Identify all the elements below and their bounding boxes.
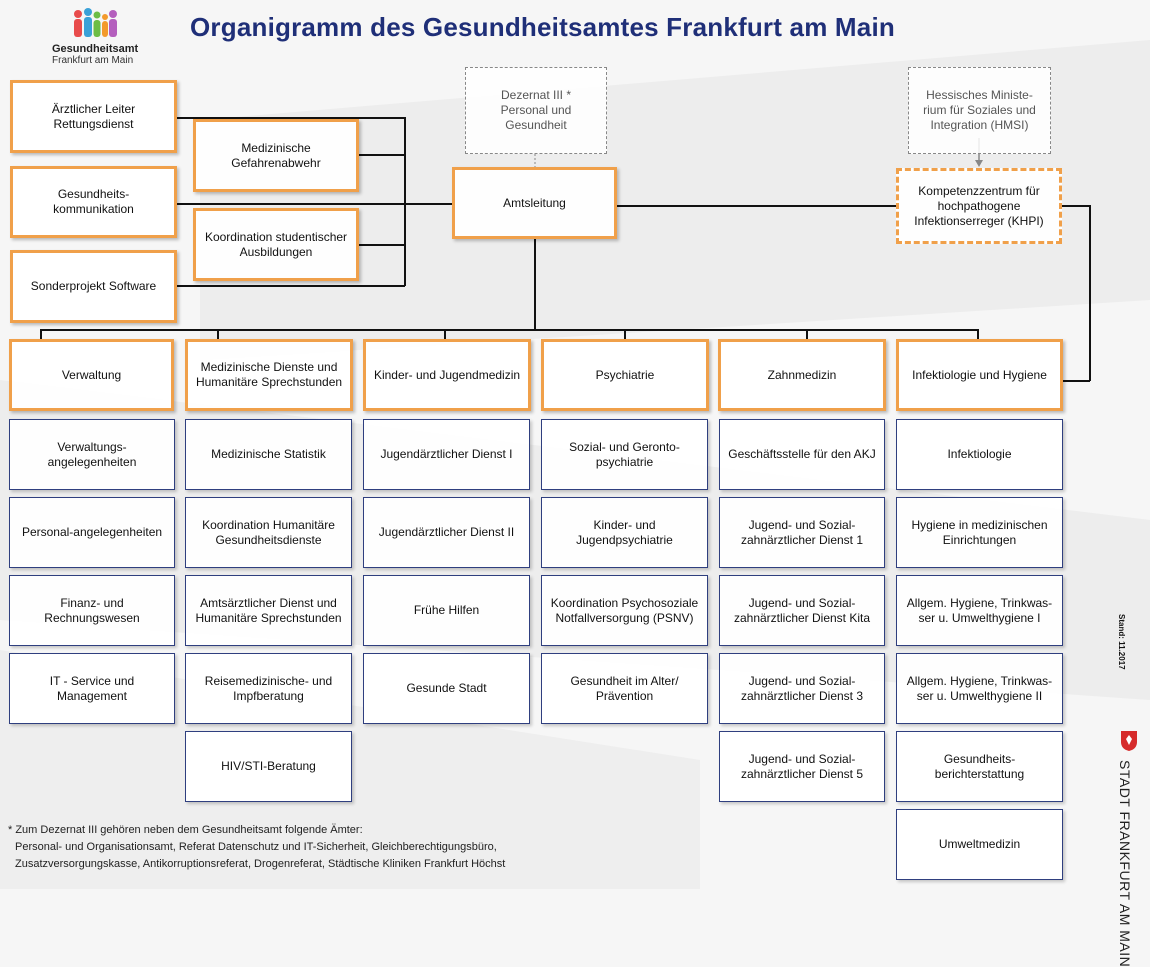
footnote-line: Personal- und Organisationsamt, Referat … [15, 841, 497, 853]
stand-date: Stand: 11.2017 [1117, 614, 1126, 670]
connector [217, 329, 219, 339]
connector [40, 329, 978, 331]
unit-box[interactable]: Jugend- und Sozial-zahnärztlicher Dienst… [719, 653, 885, 724]
ministry-box[interactable]: Hessisches Ministe-rium für Soziales und… [908, 67, 1051, 154]
connector [1089, 205, 1091, 381]
unit-box[interactable]: Umweltmedizin [896, 809, 1063, 880]
staff-unit-gesundheitskommunikation[interactable]: Gesundheits-kommunikation [10, 166, 177, 238]
unit-box[interactable]: Allgem. Hygiene, Trinkwas-ser u. Umwelth… [896, 575, 1063, 646]
connector [1062, 380, 1090, 382]
connector [616, 205, 898, 207]
connector [624, 329, 626, 339]
footnote-line: * Zum Dezernat III gehören neben dem Ges… [8, 824, 363, 836]
staff-unit-sonderprojekt-software[interactable]: Sonderprojekt Software [10, 250, 177, 323]
footnote: * Zum Dezernat III gehören neben dem Ges… [8, 822, 505, 873]
unit-box[interactable]: Gesunde Stadt [363, 653, 530, 724]
unit-box[interactable]: Gesundheit im Alter/ Prävention [541, 653, 708, 724]
footnote-line: Zusatzversorgungskasse, Antikorruptionsr… [15, 858, 506, 870]
connector [1062, 205, 1090, 207]
unit-box[interactable]: Jugend- und Sozial-zahnärztlicher Dienst… [719, 575, 885, 646]
department-verwaltung[interactable]: Verwaltung [9, 339, 174, 411]
logo-subtitle: Frankfurt am Main [52, 55, 134, 66]
staff-unit-rettungsdienst[interactable]: Ärztlicher Leiter Rettungsdienst [10, 80, 177, 153]
khpi-box[interactable]: Kompetenzzentrum für hochpathogene Infek… [896, 168, 1062, 244]
unit-box[interactable]: Medizinische Statistik [185, 419, 352, 490]
connector [534, 238, 536, 330]
unit-box[interactable]: HIV/STI-Beratung [185, 731, 352, 802]
unit-box[interactable]: Jugendärztlicher Dienst II [363, 497, 530, 568]
connector [977, 329, 979, 339]
unit-box[interactable]: Geschäftsstelle für den AKJ [719, 419, 885, 490]
connector [176, 203, 453, 205]
unit-box[interactable]: Frühe Hilfen [363, 575, 530, 646]
department-medizinische-dienste[interactable]: Medizinische Dienste und Humanitäre Spre… [185, 339, 353, 411]
unit-box[interactable]: Infektiologie [896, 419, 1063, 490]
connector [358, 154, 405, 156]
unit-box[interactable]: IT - Service und Management [9, 653, 175, 724]
connector [444, 329, 446, 339]
unit-box[interactable]: Hygiene in medizinischen Einrichtungen [896, 497, 1063, 568]
unit-box[interactable]: Koordination Psychosoziale Notfallversor… [541, 575, 708, 646]
connector [806, 329, 808, 339]
dezernat-box[interactable]: Dezernat III * Personal und Gesundheit [465, 67, 607, 154]
department-psychiatrie[interactable]: Psychiatrie [541, 339, 709, 411]
unit-box[interactable]: Allgem. Hygiene, Trinkwas-ser u. Umwelth… [896, 653, 1063, 724]
unit-box[interactable]: Finanz- und Rechnungswesen [9, 575, 175, 646]
amtsleitung-box[interactable]: Amtsleitung [452, 167, 617, 239]
department-zahnmedizin[interactable]: Zahnmedizin [718, 339, 886, 411]
department-infektiologie-hygiene[interactable]: Infektiologie und Hygiene [896, 339, 1063, 411]
connector [40, 329, 42, 339]
unit-box[interactable]: Personal-angelegenheiten [9, 497, 175, 568]
unit-box[interactable]: Reisemedizinische- und Impfberatung [185, 653, 352, 724]
gesundheitsamt-logo [74, 8, 117, 37]
unit-box[interactable]: Kinder- und Jugendpsychiatrie [541, 497, 708, 568]
frankfurt-eagle-icon [1121, 731, 1137, 751]
unit-box[interactable]: Jugend- und Sozial-zahnärztlicher Dienst… [719, 731, 885, 802]
connector [176, 117, 405, 119]
logo-name: Gesundheitsamt [52, 43, 139, 55]
unit-box[interactable]: Sozial- und Geronto-psychiatrie [541, 419, 708, 490]
connector [176, 285, 405, 287]
unit-box[interactable]: Gesundheits-berichterstattung [896, 731, 1063, 802]
connector [404, 117, 406, 286]
page-title: Organigramm des Gesundheitsamtes Frankfu… [190, 12, 895, 42]
unit-box[interactable]: Jugendärztlicher Dienst I [363, 419, 530, 490]
department-kinder-jugendmedizin[interactable]: Kinder- und Jugendmedizin [363, 339, 531, 411]
unit-box[interactable]: Verwaltungs-angelegenheiten [9, 419, 175, 490]
unit-box[interactable]: Amtsärztlicher Dienst und Humanitäre Spr… [185, 575, 352, 646]
unit-box[interactable]: Jugend- und Sozial-zahnärztlicher Dienst… [719, 497, 885, 568]
city-logo: STADT FRANKFURT AM MAIN [1117, 760, 1133, 967]
unit-box[interactable]: Koordination Humanitäre Gesundheitsdiens… [185, 497, 352, 568]
connector [358, 244, 405, 246]
staff-unit-studentische-ausbildungen[interactable]: Koordination studentischer Ausbildungen [193, 208, 359, 281]
staff-unit-gefahrenabwehr[interactable]: Medizinische Gefahrenabwehr [193, 119, 359, 192]
